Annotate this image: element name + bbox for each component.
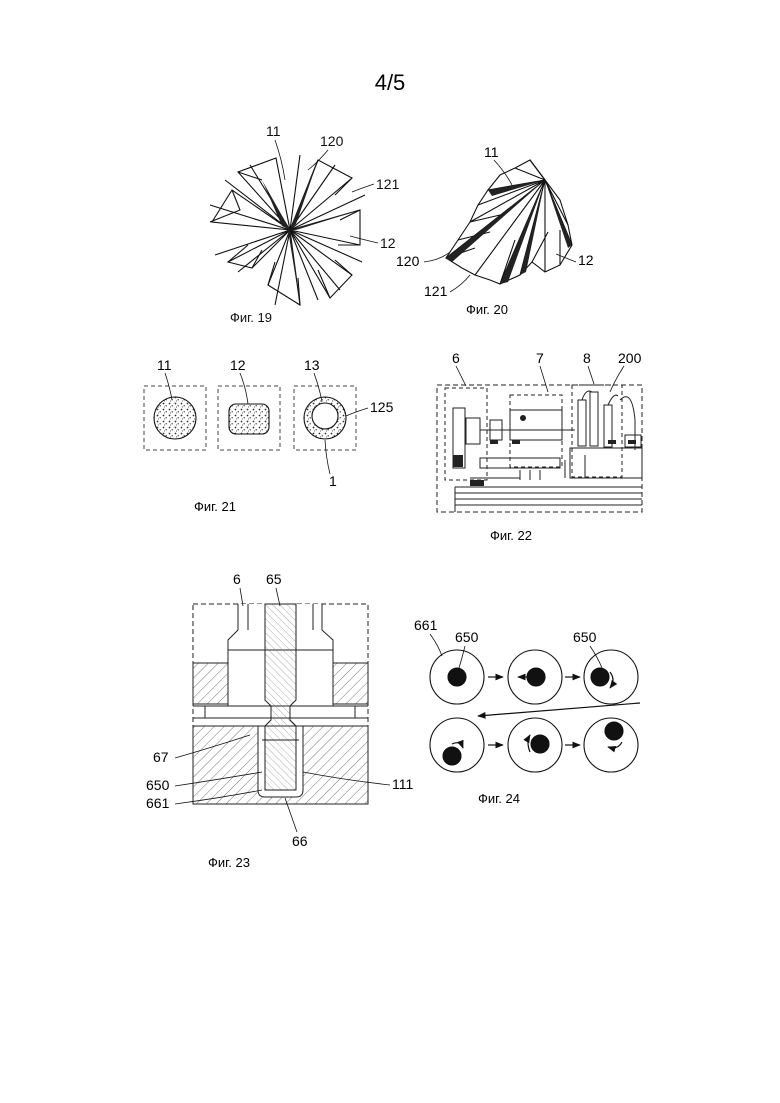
fig23-label-6: 6 xyxy=(233,571,241,587)
fig24-caption: Фиг. 24 xyxy=(478,791,520,806)
fig23-label-650: 650 xyxy=(146,777,170,793)
fig24-labels: 661 650 650 Фиг. 24 xyxy=(414,617,597,806)
fig19-caption: Фиг. 19 xyxy=(230,310,272,325)
fig21-caption: Фиг. 21 xyxy=(194,499,236,514)
fig22-module-8 xyxy=(572,385,622,477)
fig24-ball-5 xyxy=(531,735,549,753)
fig19-label-120: 120 xyxy=(320,133,344,149)
fig19-label-11: 11 xyxy=(266,123,281,139)
figure-20 xyxy=(446,160,572,284)
fig23-caption: Фиг. 23 xyxy=(208,855,250,870)
fig21-label-13: 13 xyxy=(304,357,320,373)
fig22-label-200: 200 xyxy=(618,350,642,366)
fig23-label-65: 65 xyxy=(266,571,282,587)
fig24-ball-4 xyxy=(443,747,461,765)
fig24-label-661: 661 xyxy=(414,617,438,633)
fig23-label-111: 111 xyxy=(392,776,413,792)
fig23-punch xyxy=(265,604,296,790)
fig21-label-1: 1 xyxy=(329,473,337,489)
figure-23 xyxy=(193,604,368,804)
fig21-label-125: 125 xyxy=(370,399,394,415)
fig24-ball-1 xyxy=(448,668,466,686)
fig24-ball-3 xyxy=(591,668,609,686)
figure-22 xyxy=(437,385,642,512)
fig24-ball-6 xyxy=(605,722,623,740)
fig21-ring-inner xyxy=(312,403,338,429)
fig23-label-661: 661 xyxy=(146,795,170,811)
fig19-label-121: 121 xyxy=(376,176,400,192)
fig23-label-67: 67 xyxy=(153,749,169,765)
fig20-label-11: 11 xyxy=(484,144,499,160)
figure-19 xyxy=(210,155,365,305)
fig22-base-rails xyxy=(455,487,642,512)
fig21-label-11: 11 xyxy=(157,357,172,373)
page-number: 4/5 xyxy=(375,70,406,95)
fig22-label-6: 6 xyxy=(452,350,460,366)
fig21-block-particle xyxy=(229,404,269,434)
fig22-label-8: 8 xyxy=(583,350,591,366)
fig24-label-650-a: 650 xyxy=(455,629,479,645)
fig20-label-12: 12 xyxy=(578,252,594,268)
fig24-label-650-b: 650 xyxy=(573,629,597,645)
fig21-labels: 11 12 13 125 1 Фиг. 21 xyxy=(157,357,394,514)
fig20-label-121: 121 xyxy=(424,283,448,299)
fig24-arrow-wrap xyxy=(478,703,640,716)
fig19-label-12: 12 xyxy=(380,235,396,251)
fig22-module-7 xyxy=(510,395,562,467)
fig23-label-66: 66 xyxy=(292,833,308,849)
fig22-caption: Фиг. 22 xyxy=(490,528,532,543)
fig20-label-120: 120 xyxy=(396,253,420,269)
fig20-caption: Фиг. 20 xyxy=(466,302,508,317)
fig21-label-12: 12 xyxy=(230,357,246,373)
fig21-shapes xyxy=(154,397,346,439)
fig21-round-particle xyxy=(154,397,196,439)
fig22-label-7: 7 xyxy=(536,350,544,366)
fig22-labels: 6 7 8 200 Фиг. 22 xyxy=(452,350,642,543)
